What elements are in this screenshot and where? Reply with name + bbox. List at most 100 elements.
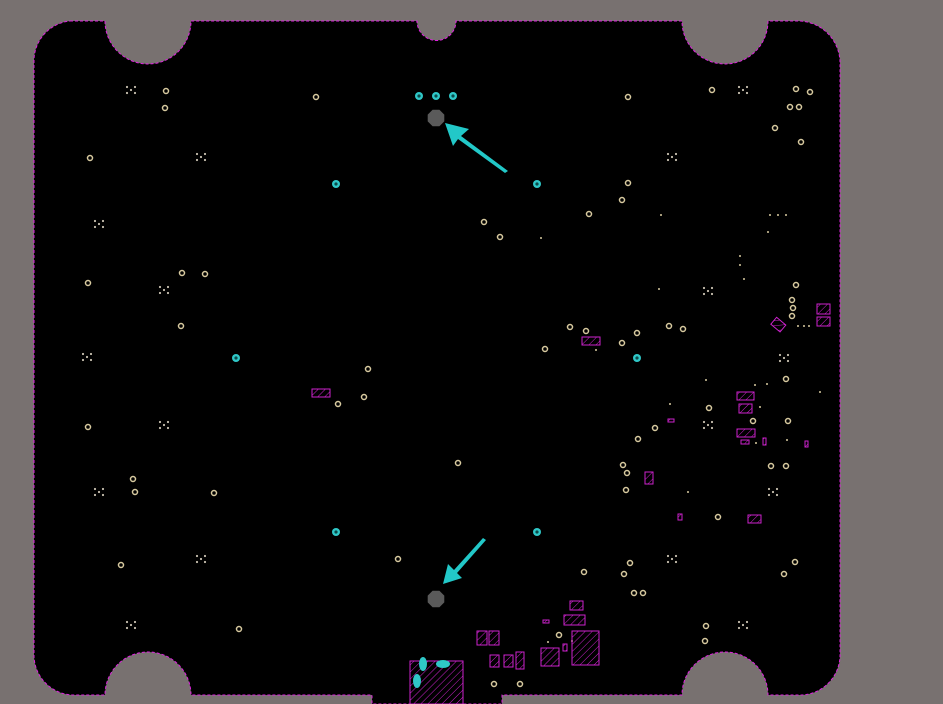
via-cluster-dot <box>737 85 741 89</box>
via-cluster-dot <box>158 285 162 289</box>
via <box>129 475 137 483</box>
via <box>131 488 139 496</box>
via <box>84 279 92 287</box>
via-cluster-dot <box>199 155 203 159</box>
via <box>705 404 713 412</box>
via <box>178 269 186 277</box>
via <box>679 325 687 333</box>
small-via <box>547 641 549 643</box>
small-via <box>669 403 671 405</box>
via <box>797 138 805 146</box>
via <box>633 329 641 337</box>
via <box>394 555 402 563</box>
smd-pad <box>644 471 654 485</box>
via <box>496 233 504 241</box>
small-via <box>819 391 821 393</box>
small-via <box>755 442 757 444</box>
smd-pad <box>488 630 500 646</box>
via-cluster-dot <box>737 626 741 630</box>
via <box>791 558 799 566</box>
plated-hole-center <box>535 530 539 534</box>
via-cluster-dot <box>666 158 670 162</box>
via <box>555 631 563 639</box>
via <box>177 322 185 330</box>
via <box>161 104 169 112</box>
via <box>782 375 790 383</box>
via-cluster-dot <box>741 623 745 627</box>
via-cluster-dot <box>97 490 101 494</box>
via-cluster-dot <box>702 420 706 424</box>
smd-pad <box>542 619 550 624</box>
via-cluster-dot <box>702 286 706 290</box>
via <box>795 103 803 111</box>
smd-pad <box>804 440 809 448</box>
small-via <box>540 237 542 239</box>
via-cluster-dot <box>93 219 97 223</box>
via <box>702 622 710 630</box>
via <box>490 680 498 688</box>
smd-pad <box>562 643 568 652</box>
via-cluster-dot <box>737 620 741 624</box>
plated-hole-center <box>234 356 238 360</box>
small-via <box>767 231 769 233</box>
via <box>235 625 243 633</box>
plated-hole-center <box>417 94 421 98</box>
smd-pad <box>816 316 831 327</box>
via-cluster-dot <box>666 554 670 558</box>
via-cluster-dot <box>666 152 670 156</box>
via-cluster-dot <box>101 219 105 223</box>
small-via <box>705 379 707 381</box>
small-via <box>658 288 660 290</box>
small-via <box>786 439 788 441</box>
via-cluster-dot <box>741 88 745 92</box>
via-cluster-dot <box>767 493 771 497</box>
via-cluster-dot <box>745 91 749 95</box>
via-cluster-dot <box>81 352 85 356</box>
via <box>701 637 709 645</box>
smd-pad <box>311 388 331 398</box>
via-cluster-dot <box>670 155 674 159</box>
via <box>210 489 218 497</box>
via <box>622 486 630 494</box>
via-cluster-dot <box>158 420 162 424</box>
via <box>714 513 722 521</box>
smd-pad <box>736 428 756 438</box>
via <box>541 345 549 353</box>
via <box>651 424 659 432</box>
via <box>623 469 631 477</box>
smd-pad-rotated <box>770 316 787 333</box>
smd-pad <box>736 391 755 401</box>
via <box>784 417 792 425</box>
via-cluster-dot <box>158 291 162 295</box>
via <box>788 296 796 304</box>
small-via <box>797 325 799 327</box>
via-cluster-dot <box>93 493 97 497</box>
via <box>585 210 593 218</box>
via-cluster-dot <box>782 356 786 360</box>
via <box>582 327 590 335</box>
small-via <box>777 214 779 216</box>
via-cluster-dot <box>775 487 779 491</box>
via-cluster-dot <box>775 493 779 497</box>
smd-pad <box>569 600 584 611</box>
via-cluster-dot <box>710 286 714 290</box>
plated-hole-center <box>334 530 338 534</box>
small-via <box>739 264 741 266</box>
via-cluster-dot <box>771 490 775 494</box>
small-via <box>769 214 771 216</box>
plated-hole-center <box>635 356 639 360</box>
via-cluster-dot <box>166 420 170 424</box>
via-cluster-dot <box>745 85 749 89</box>
small-via <box>743 278 745 280</box>
via-cluster-dot <box>706 423 710 427</box>
via <box>626 559 634 567</box>
smd-pad <box>476 630 488 646</box>
plated-hole-center <box>434 94 438 98</box>
small-via <box>687 491 689 493</box>
via-cluster-dot <box>706 289 710 293</box>
via-cluster-dot <box>81 358 85 362</box>
small-via <box>766 383 768 385</box>
smd-pad <box>540 647 560 667</box>
